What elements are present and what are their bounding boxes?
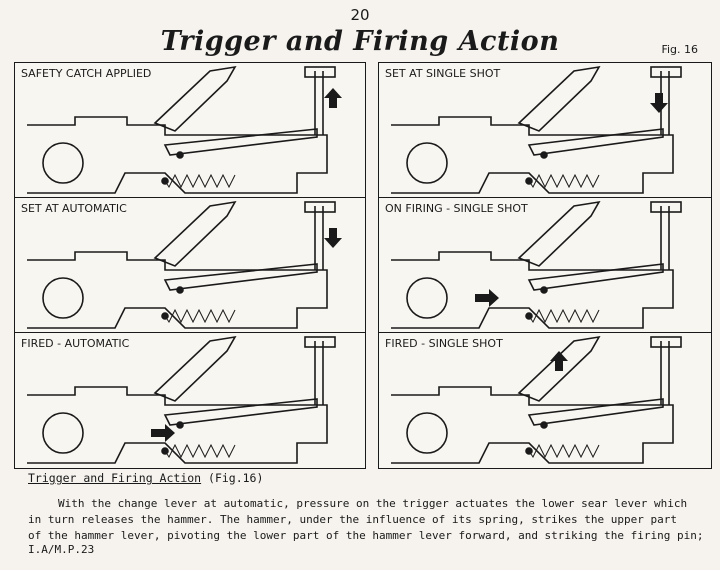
- hammer-spring: [528, 173, 600, 189]
- panel-single-shot: SET AT SINGLE SHOT: [378, 62, 712, 199]
- sear-bar: [527, 128, 664, 156]
- receiver-outline: [391, 116, 674, 194]
- firing-pin-head: [304, 66, 336, 78]
- pivot-pin: [525, 177, 533, 185]
- document-reference: I.A/M.P.23: [28, 543, 95, 556]
- direction-arrow-icon: [650, 93, 668, 113]
- body-line: in turn releases the hammer. The hammer,…: [28, 513, 678, 526]
- mechanism-drawing: [27, 200, 342, 329]
- receiver-outline: [27, 251, 328, 329]
- caption-suffix: (Fig.16): [201, 471, 264, 485]
- panel-label: FIRED - AUTOMATIC: [21, 337, 130, 350]
- pivot-pin: [176, 151, 184, 159]
- pivot-pin: [161, 447, 169, 455]
- sear-bar: [527, 398, 664, 426]
- sear-bar: [163, 128, 318, 156]
- pivot-pin: [176, 286, 184, 294]
- pivot-pin: [176, 421, 184, 429]
- panel-label: FIRED - SINGLE SHOT: [385, 337, 503, 350]
- trigger-guard: [406, 412, 448, 454]
- firing-pin-head: [650, 201, 682, 213]
- direction-arrow-icon: [475, 289, 499, 307]
- mechanism-lines: [27, 65, 336, 194]
- firing-pin-rod: [314, 341, 324, 405]
- hammer-spring: [528, 443, 600, 459]
- trigger-guard: [42, 412, 84, 454]
- mechanism-drawing: [27, 65, 342, 194]
- mechanism-lines: [391, 200, 682, 329]
- receiver-outline: [391, 251, 674, 329]
- panel-label: SET AT SINGLE SHOT: [385, 67, 501, 80]
- body-line: With the change lever at automatic, pres…: [58, 497, 688, 510]
- panel-label: ON FIRING - SINGLE SHOT: [385, 202, 528, 215]
- firing-pin-head: [304, 201, 336, 213]
- caption-title: Trigger and Firing Action: [28, 471, 202, 485]
- firing-pin-head: [650, 336, 682, 348]
- figure-caption: Trigger and Firing Action (Fig.16): [28, 471, 263, 485]
- panel-safety-catch: SAFETY CATCH APPLIED: [14, 62, 366, 199]
- panel-automatic: SET AT AUTOMATIC: [14, 197, 366, 334]
- body-line: of the hammer lever, pivoting the lower …: [28, 529, 704, 542]
- firing-pin-rod: [660, 206, 670, 270]
- direction-arrow-icon: [550, 351, 568, 371]
- page-title: Trigger and Firing Action: [160, 26, 560, 57]
- hammer-lever: [517, 335, 601, 402]
- mechanism-drawing: [391, 335, 682, 464]
- panel-fired-automatic: FIRED - AUTOMATIC: [14, 332, 366, 469]
- hammer-spring: [164, 308, 236, 324]
- receiver-outline: [27, 386, 328, 464]
- firing-pin-head: [650, 66, 682, 78]
- sear-bar: [163, 263, 318, 291]
- trigger-guard: [42, 277, 84, 319]
- hammer-lever: [517, 65, 601, 132]
- diagram-grid: SAFETY CATCH APPLIED SET AT SINGLE SHOT …: [14, 62, 712, 470]
- hammer-spring: [164, 443, 236, 459]
- pivot-pin: [540, 421, 548, 429]
- mechanism-lines: [391, 335, 682, 464]
- panel-on-firing-single: ON FIRING - SINGLE SHOT: [378, 197, 712, 334]
- panel-fired-single: FIRED - SINGLE SHOT: [378, 332, 712, 469]
- pivot-pin: [540, 286, 548, 294]
- hammer-spring: [528, 308, 600, 324]
- firing-pin-rod: [660, 341, 670, 405]
- pivot-pin: [161, 312, 169, 320]
- trigger-guard: [406, 277, 448, 319]
- panel-label: SAFETY CATCH APPLIED: [21, 67, 152, 80]
- firing-pin-rod: [314, 71, 324, 135]
- sear-bar: [527, 263, 664, 291]
- direction-arrow-icon: [151, 424, 175, 442]
- hammer-lever: [153, 200, 237, 267]
- direction-arrow-icon: [324, 88, 342, 108]
- pivot-pin: [161, 177, 169, 185]
- pivot-pin: [540, 151, 548, 159]
- panel-label: SET AT AUTOMATIC: [21, 202, 127, 215]
- trigger-guard: [42, 142, 84, 184]
- receiver-outline: [27, 116, 328, 194]
- mechanism-drawing: [391, 65, 682, 194]
- mechanism-lines: [27, 335, 336, 464]
- mechanism-drawing: [391, 200, 682, 329]
- hammer-lever: [517, 200, 601, 267]
- direction-arrow-icon: [324, 228, 342, 248]
- hammer-lever: [153, 335, 237, 402]
- mechanism-lines: [391, 65, 682, 194]
- page-number: 20: [350, 6, 370, 24]
- sear-bar: [163, 398, 318, 426]
- trigger-guard: [406, 142, 448, 184]
- hammer-spring: [164, 173, 236, 189]
- mechanism-drawing: [27, 335, 336, 464]
- receiver-outline: [391, 386, 674, 464]
- hammer-lever: [153, 65, 237, 132]
- mechanism-lines: [27, 200, 336, 329]
- firing-pin-rod: [314, 206, 324, 270]
- pivot-pin: [525, 447, 533, 455]
- pivot-pin: [525, 312, 533, 320]
- body-text: With the change lever at automatic, pres…: [28, 496, 718, 544]
- firing-pin-head: [304, 336, 336, 348]
- figure-label: Fig. 16: [661, 43, 698, 56]
